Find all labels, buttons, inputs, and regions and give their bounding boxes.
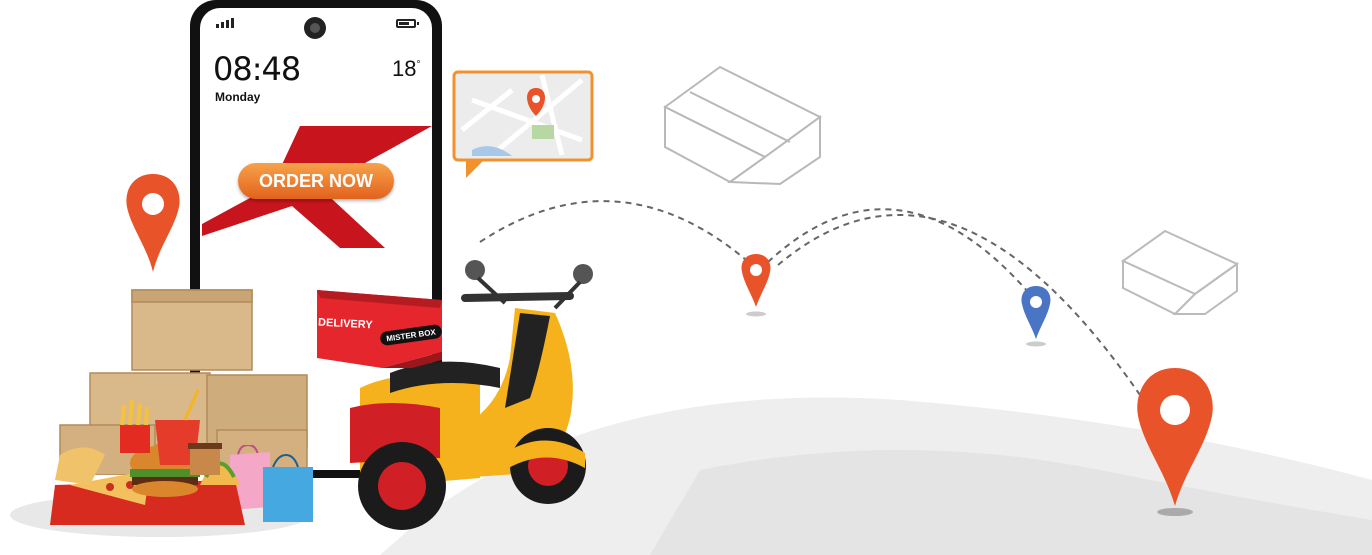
location-pin-icon	[1137, 368, 1213, 516]
location-pin-icon	[741, 254, 771, 317]
battery-icon	[396, 19, 419, 28]
route-line-3	[777, 213, 1141, 396]
delivery-box-shape	[317, 290, 442, 368]
route-line-1	[479, 200, 753, 266]
camera-icon	[304, 17, 326, 39]
food-tray	[50, 389, 245, 525]
package-icon	[1121, 229, 1239, 316]
map-icon	[452, 70, 594, 178]
temperature-value: 18	[392, 56, 417, 81]
delivery-scooter	[350, 260, 593, 530]
shopping-bag-icon	[230, 445, 313, 522]
cardboard-boxes	[59, 289, 308, 475]
temperature: 18°	[392, 56, 420, 82]
delivery-label: DELIVERY	[317, 316, 373, 332]
order-now-button[interactable]: ORDER NOW	[238, 163, 394, 199]
clock-time: 08:48	[213, 50, 301, 88]
route-line-2	[767, 208, 1036, 301]
world-map-shadow	[650, 450, 1372, 555]
degree-symbol: °	[416, 59, 421, 71]
package-icon	[663, 65, 822, 186]
location-pin-icon	[1021, 286, 1051, 347]
status-bar	[200, 8, 432, 39]
delivery-box: DELIVERY MISTER BOX	[312, 290, 447, 368]
signal-icon	[216, 18, 236, 28]
clock-day: Monday	[215, 90, 261, 104]
location-pin-icon	[126, 174, 180, 272]
